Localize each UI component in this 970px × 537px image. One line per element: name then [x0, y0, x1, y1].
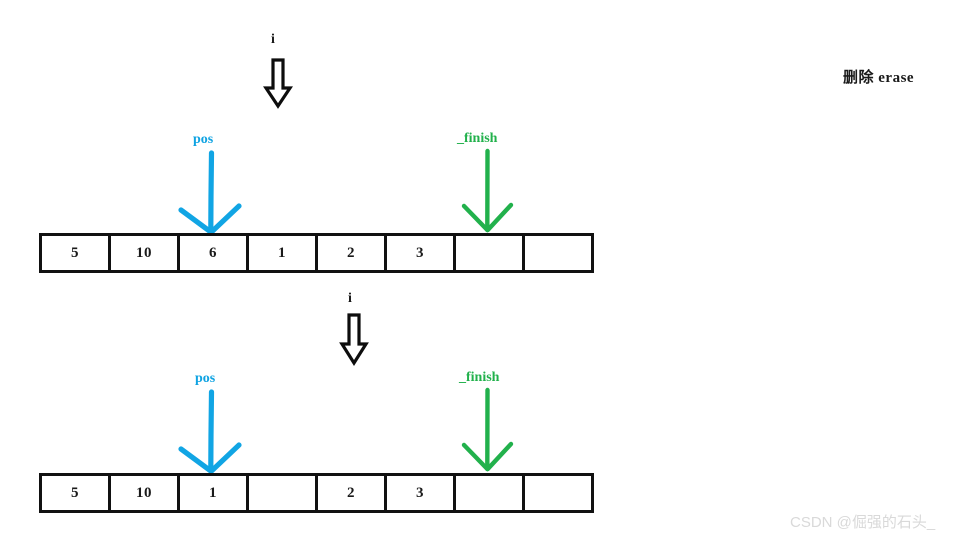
- array-row-after-erase: 5 10 1 2 3: [39, 473, 594, 513]
- array-cell[interactable]: 6: [180, 236, 249, 270]
- array-cell[interactable]: [456, 236, 525, 270]
- pointer-label-pos-row2: pos: [195, 371, 216, 386]
- pointer-label-i-row2: i: [348, 291, 352, 306]
- pointer-label-pos-row1: pos: [193, 132, 214, 147]
- array-cell[interactable]: 10: [111, 476, 180, 510]
- array-cell[interactable]: [249, 476, 318, 510]
- pos-arrow-row1: [178, 150, 242, 235]
- array-cell[interactable]: 3: [387, 476, 456, 510]
- array-cell[interactable]: [525, 476, 591, 510]
- pointer-label-finish-row2: _finish: [459, 370, 500, 385]
- pos-arrow-row2: [178, 389, 242, 474]
- array-cell[interactable]: 3: [387, 236, 456, 270]
- array-cell[interactable]: [525, 236, 591, 270]
- array-cell[interactable]: 2: [318, 476, 387, 510]
- array-cell[interactable]: 5: [42, 476, 111, 510]
- operation-title: 删除 erase: [843, 70, 915, 86]
- array-cell[interactable]: 1: [180, 476, 249, 510]
- hollow-arrow-i-row1: [263, 58, 293, 109]
- array-cell[interactable]: 10: [111, 236, 180, 270]
- array-cell[interactable]: 2: [318, 236, 387, 270]
- array-row-before-erase: 5 10 6 1 2 3: [39, 233, 594, 273]
- pointer-label-finish-row1: _finish: [457, 131, 498, 146]
- finish-arrow-row2: [461, 387, 514, 472]
- array-cell[interactable]: 5: [42, 236, 111, 270]
- array-cell[interactable]: 1: [249, 236, 318, 270]
- array-cell[interactable]: [456, 476, 525, 510]
- hollow-arrow-i-row2: [339, 313, 369, 366]
- finish-arrow-row1: [461, 148, 514, 233]
- csdn-watermark: CSDN @倔强的石头_: [790, 514, 936, 531]
- pointer-label-i-row1: i: [271, 32, 275, 47]
